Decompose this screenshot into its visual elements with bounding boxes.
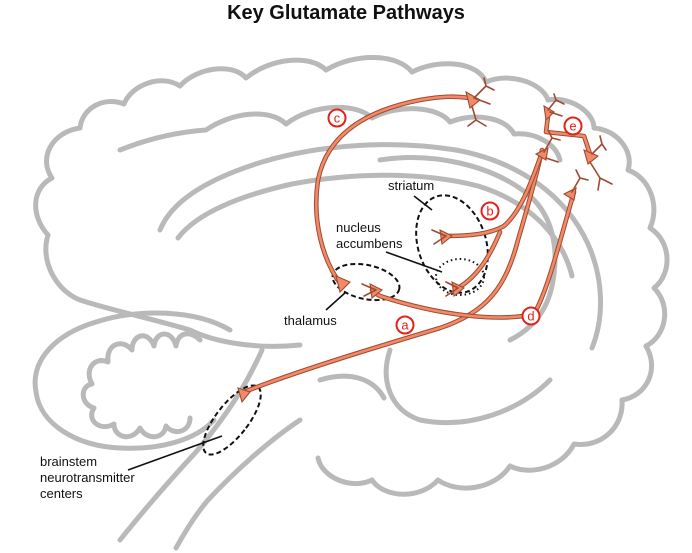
pathway-accumbens-branch [455,229,503,291]
neuron-d-terminal [361,283,384,300]
diagram-title: Key Glutamate Pathways [227,2,465,24]
svg-text:e: e [569,119,576,134]
label-centers: centers [40,486,83,501]
neuron-cortex-e-right [583,135,613,191]
svg-text:b: b [486,204,493,219]
hippocampus-curve [383,347,553,426]
label-striatum: striatum [388,178,434,193]
brainstem-outline-front [117,347,265,543]
neuron-striatum [431,229,454,246]
badge-e: e [563,116,583,136]
svg-text:d: d [527,309,534,324]
badge-b: b [480,201,500,221]
svg-text:a: a [401,318,409,333]
cerebellum-folds [80,331,203,440]
brainstem-region [202,384,262,456]
badge-c: c [327,108,347,128]
neurons [237,77,613,404]
label-brainstem: brainstem [40,454,97,469]
neuron-cortex-b [534,129,561,163]
label-neurotransmitter: neurotransmitter [40,470,135,485]
neuron-thalamus [335,275,351,294]
cerebellum-outline [32,310,233,451]
badge-d: d [521,306,541,326]
svg-text:c: c [334,111,341,126]
corpus-callosum-inner [175,172,575,279]
badge-a: a [395,315,415,335]
label-nucleus: nucleus [336,220,381,235]
striatum-leader [413,195,433,211]
brainstem-leader [127,435,223,471]
neuron-brainstem [237,387,251,404]
label-thalamus: thalamus [284,313,337,328]
thalamus-leader [325,291,347,311]
label-accumbens: accumbens [336,236,403,251]
temporal-curve [317,373,387,401]
neuron-cortex-a [562,169,589,201]
leader-lines [127,195,443,471]
accumbens-leader [385,251,443,273]
nucleus-accumbens-region [435,258,485,296]
neuron-cortex-e-top [543,93,565,122]
brainstem-outline-back [173,417,303,551]
corpus-callosum-outer [157,142,604,351]
inner-loop [377,155,558,343]
neuron-accumbens [445,281,466,298]
brain-outline [32,55,670,551]
neuron-cortex-top [465,77,495,127]
pathway-b-axon [443,155,543,239]
labels: striatum nucleus accumbens thalamus brai… [40,178,434,501]
cortex-outline [33,55,670,497]
pathway-badges: c e b a d [327,108,583,335]
